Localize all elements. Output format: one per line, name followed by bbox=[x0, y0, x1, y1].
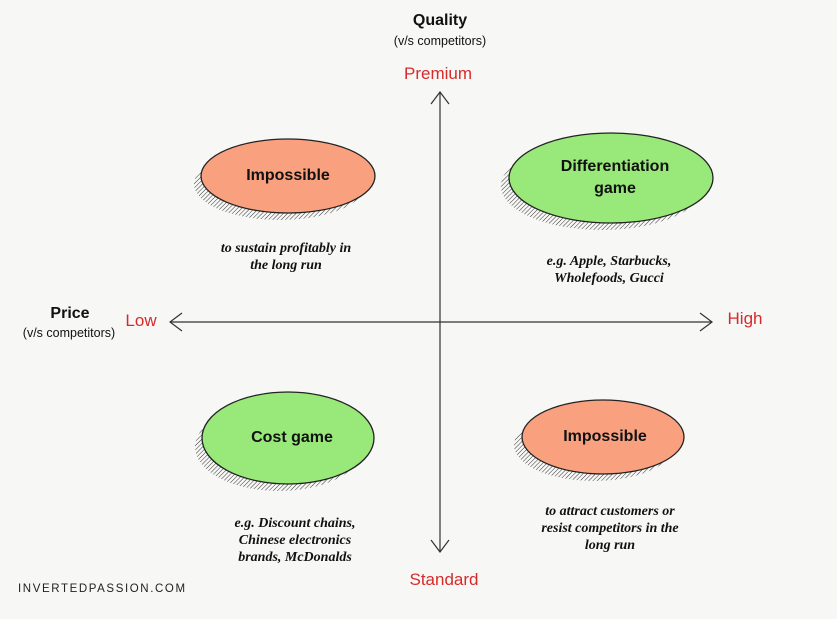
top-right-label-line2: game bbox=[594, 180, 636, 197]
bottom-left-note-line2: Chinese electronics bbox=[238, 533, 352, 548]
top-left-note: to sustain profitably in the long run bbox=[186, 240, 386, 274]
top-right-label: Differentiation game bbox=[530, 156, 700, 200]
blob-bottom-right bbox=[514, 399, 685, 481]
bottom-right-note: to attract customers or resist competito… bbox=[500, 503, 720, 554]
price-axis-right-label: High bbox=[727, 309, 763, 328]
price-axis-title: Price bbox=[50, 305, 90, 322]
bottom-right-note-line3: long run bbox=[584, 538, 636, 553]
bottom-right-label: Impossible bbox=[563, 428, 647, 445]
bottom-right-note-line2: resist competitors in the bbox=[541, 521, 679, 536]
bottom-left-note-line3: brands, McDonalds bbox=[238, 550, 352, 565]
blob-top-right-fill bbox=[508, 132, 714, 224]
blob-top-left bbox=[194, 138, 376, 220]
blob-top-left-fill bbox=[200, 138, 376, 214]
bottom-left-note-line1: e.g. Discount chains, bbox=[234, 516, 356, 531]
top-left-label: Impossible bbox=[246, 167, 330, 184]
top-left-note-line1: to sustain profitably in bbox=[220, 241, 352, 256]
top-right-label-line1: Differentiation bbox=[560, 158, 670, 175]
bottom-left-note: e.g. Discount chains, Chinese electronic… bbox=[190, 515, 400, 566]
horizontal-axis bbox=[169, 312, 713, 332]
quality-axis-subtitle: (v/s competitors) bbox=[393, 34, 487, 48]
blob-bottom-left bbox=[195, 391, 375, 491]
top-right-note-line2: Wholefoods, Gucci bbox=[554, 271, 664, 286]
blob-bottom-left-fill bbox=[201, 391, 375, 485]
quality-axis-top-label: Premium bbox=[403, 64, 472, 83]
quality-axis-bottom-label: Standard bbox=[409, 570, 479, 589]
price-axis-subtitle: (v/s competitors) bbox=[22, 326, 116, 340]
price-axis-left-label: Low bbox=[125, 311, 157, 330]
bottom-left-label: Cost game bbox=[251, 429, 333, 446]
quality-axis-title: Quality bbox=[412, 12, 468, 29]
bottom-right-note-line1: to attract customers or bbox=[545, 504, 675, 519]
blob-top-right bbox=[501, 132, 714, 230]
blob-bottom-right-fill bbox=[521, 399, 685, 475]
watermark: INVERTEDPASSION.COM bbox=[18, 583, 187, 595]
top-right-note: e.g. Apple, Starbucks, Wholefoods, Gucci bbox=[504, 253, 714, 287]
top-right-note-line1: e.g. Apple, Starbucks, bbox=[546, 254, 672, 269]
top-left-note-line2: the long run bbox=[250, 258, 322, 273]
